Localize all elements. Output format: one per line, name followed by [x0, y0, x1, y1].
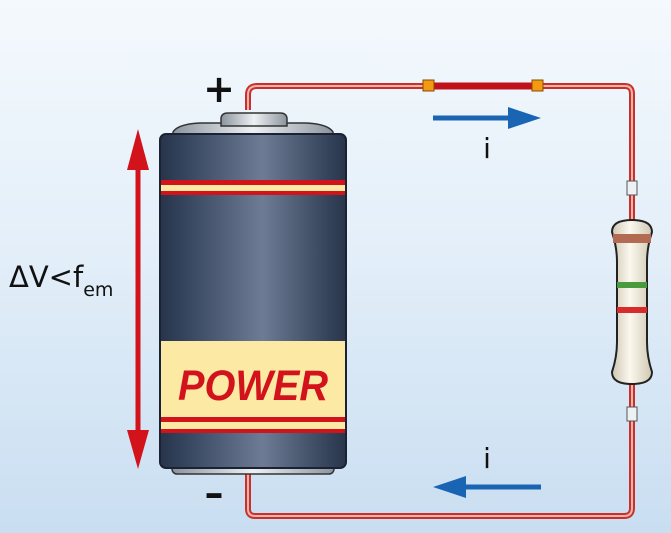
voltage-arrow [127, 129, 149, 469]
battery-label: POWER [178, 362, 328, 410]
resistor-band-1 [613, 234, 651, 243]
current-arrow-top [433, 107, 541, 129]
battery-band-top-red [161, 180, 345, 185]
resistor [610, 180, 654, 422]
terminal-right [531, 79, 544, 92]
voltage-label: ΔV<fem [9, 260, 113, 301]
battery: POWER [159, 112, 347, 475]
voltage-label-main: ΔV<f [9, 260, 84, 294]
positive-sign: + [203, 67, 235, 111]
battery-label-panel [161, 341, 345, 417]
battery-band-top-yellow [161, 185, 345, 191]
resistor-lead-top [626, 180, 638, 196]
battery-band-low-red-2 [161, 429, 345, 433]
battery-band-low-yellow [161, 422, 345, 429]
resistor-band-3 [617, 307, 647, 313]
battery-band-top-red-2 [161, 191, 345, 195]
terminal-left [422, 79, 435, 92]
resistor-lead-bottom [626, 406, 638, 422]
battery-positive-nub [220, 112, 288, 127]
negative-sign: – [205, 471, 224, 515]
current-label-bottom: i [483, 442, 491, 475]
current-label-top: i [483, 132, 491, 165]
current-arrow-bottom [433, 476, 541, 498]
resistor-band-2 [617, 282, 647, 288]
voltage-label-subscript: em [83, 279, 113, 301]
battery-band-low-red [161, 417, 345, 422]
wire-segment [422, 79, 544, 92]
